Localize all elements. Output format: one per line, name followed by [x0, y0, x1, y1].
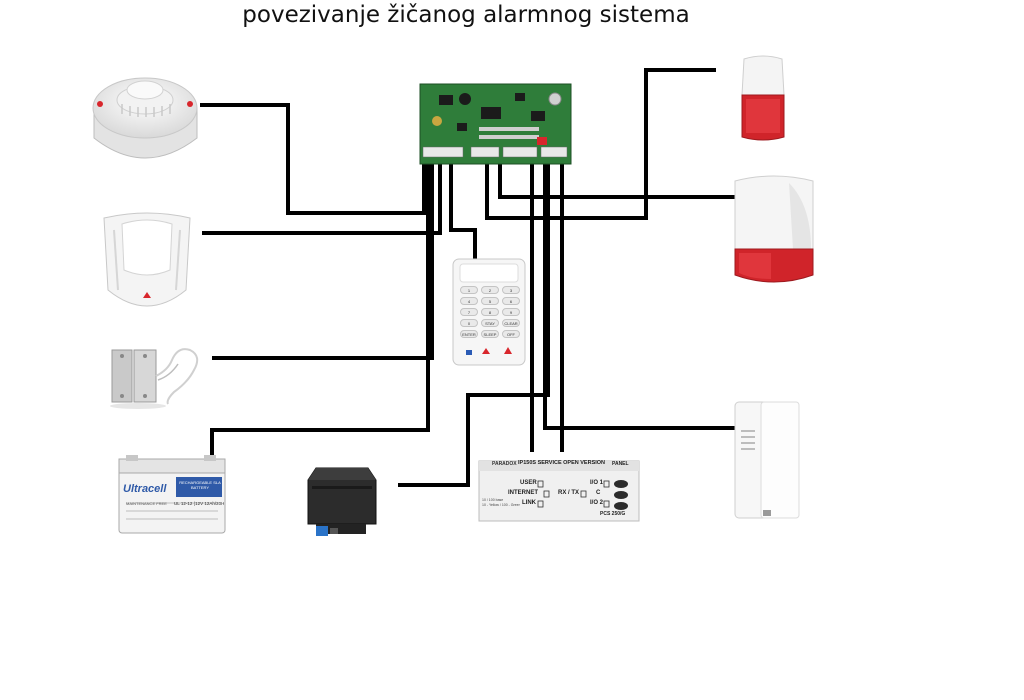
keypad-key: 4: [460, 297, 478, 305]
ip-c-label: C: [596, 490, 601, 496]
ip-rxtx-label: RX / TX: [558, 490, 580, 496]
wire-motion-detector: [202, 163, 442, 235]
battery-top-label: RECHARGEABLE SLA BATTERY: [179, 480, 221, 490]
keypad-key: OFF: [502, 330, 520, 338]
ip-heading: IP150S SERVICE OPEN VERSION: [518, 460, 606, 466]
magnetic-contact: [108, 340, 208, 412]
keypad-key: 5: [481, 297, 499, 305]
keypad-key: 7: [460, 308, 478, 316]
smoke-detector: [88, 68, 203, 173]
ip-io2-label: I/O 2: [590, 500, 604, 506]
ip-brand: PARADOX: [492, 461, 517, 467]
wire-battery: [210, 163, 430, 460]
wire-transformer: [398, 163, 550, 487]
gsm-module: [733, 400, 801, 522]
keypad-key: STAY: [481, 319, 499, 327]
wire-magnetic-contact: [212, 163, 434, 360]
siren-outdoor: [731, 175, 817, 287]
ip-module: PARADOX IP150S SERVICE OPEN VERSION PANE…: [478, 460, 640, 522]
keypad-key: 9: [502, 308, 520, 316]
ip-pcs-label: PCS 250/G: [600, 511, 626, 517]
ip-link-label: LINK: [522, 500, 536, 506]
wire-keypad: [449, 163, 477, 260]
ip-io1-label: I/O 1: [590, 480, 604, 486]
siren-indoor: [738, 55, 788, 143]
keypad-key: 0: [460, 319, 478, 327]
battery: Ultracell RECHARGEABLE SLA BATTERY UL 12…: [118, 455, 226, 535]
keypad-key: 6: [502, 297, 520, 305]
wire-gsm-module: [543, 163, 735, 430]
battery-model: UL 12-12 (12V 12Ah/20HR): [174, 501, 224, 506]
wire-smoke-detector: [200, 103, 426, 215]
motion-detector: [100, 210, 195, 318]
control-panel-pcb: [419, 83, 572, 165]
wire-siren-1: [485, 68, 716, 220]
ip-speed-label: 10 / 100 base: [482, 498, 504, 502]
keypad-key: 1: [460, 286, 478, 294]
keypad-key: CLEAR: [502, 319, 520, 327]
keypad-key: 3: [502, 286, 520, 294]
ip-user-label: USER: [520, 480, 537, 486]
battery-brand: Ultracell: [123, 483, 167, 495]
wire-siren-2: [498, 163, 737, 199]
keypad-key: 8: [481, 308, 499, 316]
transformer: [306, 462, 378, 540]
ip-internet-label: INTERNET: [508, 490, 538, 496]
keypad-key: 2: [481, 286, 499, 294]
page-title: povezivanje žičanog alarmnog sistema: [242, 2, 690, 28]
ip-panel-label: PANEL: [612, 461, 629, 467]
ip-eth-label: 10 - Yellow / 100 - Green: [482, 503, 520, 507]
keypad-key: SLEEP: [481, 330, 499, 338]
battery-sub-label: MAINTENANCE FREE: [126, 501, 167, 506]
keypad-key: ENTER: [460, 330, 478, 338]
